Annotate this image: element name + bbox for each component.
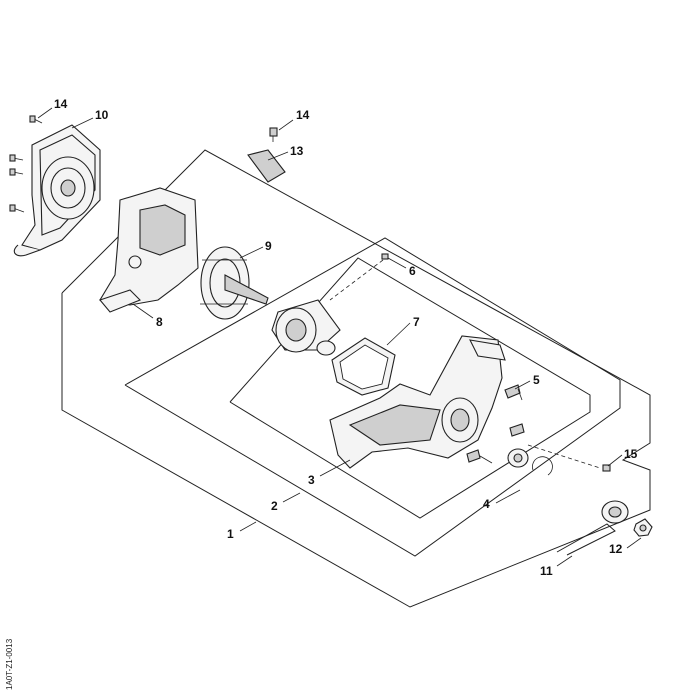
leader-3 bbox=[319, 459, 351, 477]
screw-15 bbox=[602, 464, 611, 472]
nut bbox=[633, 518, 653, 537]
fan-housing-cover bbox=[13, 124, 101, 257]
frame-assembly-2 bbox=[124, 237, 621, 557]
leader-2 bbox=[282, 492, 301, 503]
threaded-fitting bbox=[601, 500, 629, 524]
leader-12 bbox=[626, 537, 642, 549]
blower-housing bbox=[99, 187, 199, 313]
callout-1: 1 bbox=[227, 527, 234, 541]
bracket-plate bbox=[247, 149, 286, 183]
leader-7 bbox=[386, 322, 411, 346]
callout-9: 9 bbox=[265, 239, 272, 253]
leader-4 bbox=[495, 489, 521, 504]
leader-9 bbox=[239, 246, 264, 259]
screw-6 bbox=[329, 253, 389, 301]
leader-8 bbox=[132, 303, 154, 319]
leader-6 bbox=[387, 257, 407, 269]
callout-6: 6 bbox=[409, 264, 416, 278]
callout-7: 7 bbox=[413, 315, 420, 329]
drawing-code: 1A0T-Z1-0013 bbox=[5, 638, 14, 690]
frame-assembly-3 bbox=[229, 257, 591, 519]
callout-15: 15 bbox=[624, 447, 638, 461]
callout-4: 4 bbox=[483, 497, 490, 511]
leader-11 bbox=[556, 555, 573, 567]
callout-3: 3 bbox=[308, 473, 315, 487]
leader-14b bbox=[278, 119, 294, 131]
leader-13 bbox=[267, 151, 289, 161]
callout-5: 5 bbox=[533, 373, 540, 387]
callout-10: 10 bbox=[95, 108, 109, 122]
impeller-fan bbox=[200, 246, 269, 320]
gasket bbox=[331, 337, 396, 396]
leader-15 bbox=[607, 454, 623, 467]
frame-assembly-11 bbox=[556, 523, 616, 556]
callout-8: 8 bbox=[156, 315, 163, 329]
cylinder-drum bbox=[271, 299, 341, 356]
frame-assembly-1 bbox=[61, 149, 651, 608]
bearing-and-clip bbox=[507, 444, 601, 476]
leader-5 bbox=[514, 380, 531, 390]
callout-13: 13 bbox=[290, 144, 304, 158]
callout-2: 2 bbox=[271, 499, 278, 513]
callout-14b: 14 bbox=[296, 108, 310, 122]
leader-14a bbox=[37, 107, 53, 119]
screw-set-10 bbox=[9, 115, 43, 213]
crankcase bbox=[329, 335, 506, 469]
leader-1 bbox=[239, 521, 257, 532]
screw-14b bbox=[269, 127, 278, 142]
callout-14a: 14 bbox=[54, 97, 68, 111]
callout-12: 12 bbox=[609, 542, 623, 556]
leader-10 bbox=[71, 117, 94, 129]
callout-11: 11 bbox=[540, 564, 553, 578]
